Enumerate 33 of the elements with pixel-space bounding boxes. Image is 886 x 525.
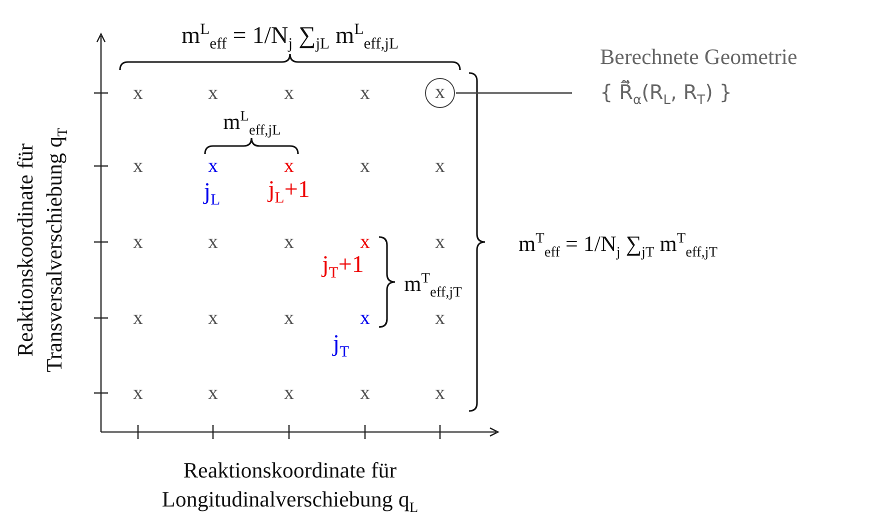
formula-label: j$_{L}$ xyxy=(204,178,220,206)
grid-point-mark: x xyxy=(208,82,218,104)
grid-point-mark: x xyxy=(360,155,370,177)
grid-point-mark: x xyxy=(133,307,143,329)
formula-label: j$_{T}$+1 xyxy=(322,252,364,278)
grid-point-mark: x xyxy=(133,155,143,177)
grid-point-mark: x xyxy=(435,382,445,404)
grid-point-mark: x xyxy=(435,307,445,329)
grid-point-mark: x xyxy=(284,155,294,177)
grid-point-mark: x xyxy=(133,82,143,104)
grid-point-mark: x xyxy=(435,155,445,177)
grid-point-mark: x xyxy=(208,155,218,177)
axis-label: Reaktionskoordinate für Longitudinalverschiebung q$_{L}$ xyxy=(160,456,420,518)
leader-line xyxy=(456,92,572,94)
grid-point-mark: x xyxy=(360,82,370,104)
grid-point-mark: x xyxy=(208,382,218,404)
grid-point-mark: x xyxy=(284,231,294,253)
grid-point-mark: x xyxy=(360,382,370,404)
grid-point-mark: x xyxy=(133,231,143,253)
callout-title: Berechnete Geometrie xyxy=(600,43,798,71)
formula-label: j$_{L}$+1 xyxy=(268,176,310,204)
grid-point-mark: x xyxy=(435,231,445,253)
grid-point-mark: x xyxy=(360,307,370,329)
grid-point-mark: x xyxy=(360,231,370,253)
grid-point-mark: x xyxy=(284,307,294,329)
grid-point-mark: x xyxy=(208,307,218,329)
callout-formula: { R⃗̃$_{α}$(R$_{L}$, R$_{T}$) } xyxy=(600,79,733,110)
circled-grid-point: x xyxy=(425,78,455,108)
formula-label: j$_{T}$ xyxy=(332,330,350,358)
grid-point-mark: x xyxy=(284,382,294,404)
grid-point-mark: x xyxy=(208,231,218,253)
grid-point-mark: x xyxy=(284,82,294,104)
grid-point-mark: x xyxy=(133,382,143,404)
